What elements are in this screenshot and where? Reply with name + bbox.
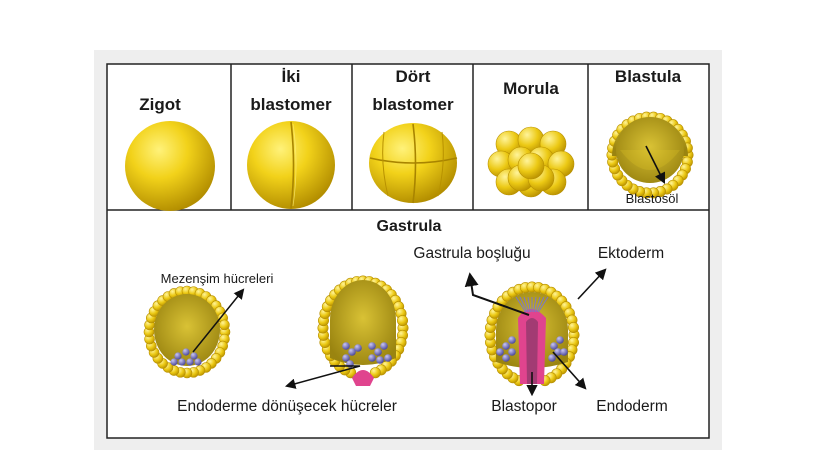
filopodia-line bbox=[536, 296, 545, 313]
cell bbox=[342, 354, 350, 362]
stage-label-iki-line1: İki bbox=[282, 67, 301, 86]
cell bbox=[369, 367, 381, 379]
cell bbox=[219, 319, 230, 331]
cell bbox=[556, 336, 564, 344]
endoderme-label: Endoderme dönüşecek hücreler bbox=[177, 398, 397, 415]
gastrula-boslugu-label: Gastrula boşluğu bbox=[413, 245, 530, 262]
cell bbox=[186, 358, 194, 366]
filopodia-line bbox=[519, 296, 528, 313]
filopodia-line bbox=[527, 296, 531, 313]
filopodia-line bbox=[523, 296, 530, 313]
zygote-cell bbox=[125, 121, 215, 211]
ektoderm-label: Ektoderm bbox=[598, 245, 664, 262]
stage-label-dort-line1: Dört bbox=[396, 67, 431, 86]
filopodia-line bbox=[537, 296, 549, 313]
cell bbox=[508, 336, 516, 344]
gastrula-late-embryo bbox=[484, 281, 580, 387]
endoderm-arrow bbox=[552, 351, 587, 390]
stage-label-zigot: Zigot bbox=[139, 95, 181, 114]
cell bbox=[550, 342, 558, 350]
filopodia-line bbox=[534, 296, 541, 313]
endoderm-label: Endoderm bbox=[596, 398, 668, 415]
cell bbox=[380, 342, 388, 350]
filopodia-line bbox=[533, 296, 537, 313]
cell bbox=[170, 358, 178, 366]
blastopor-label: Blastopor bbox=[491, 398, 556, 415]
blastula-embryo bbox=[606, 111, 694, 199]
cell bbox=[517, 152, 545, 180]
cell bbox=[548, 354, 556, 362]
cell bbox=[502, 354, 510, 362]
cell bbox=[354, 344, 362, 352]
cell bbox=[190, 352, 198, 360]
cell bbox=[508, 348, 516, 356]
morula-cluster bbox=[487, 126, 575, 198]
cell bbox=[502, 342, 510, 350]
cell bbox=[560, 348, 568, 356]
stage-label-morula: Morula bbox=[503, 79, 559, 98]
cell bbox=[178, 358, 186, 366]
cell bbox=[368, 342, 376, 350]
filopodia-line bbox=[515, 296, 527, 313]
gastrula-early-embryo bbox=[143, 285, 231, 379]
two-blastomere-embryo bbox=[247, 121, 335, 209]
gastrula-boslugu-arrow bbox=[464, 272, 530, 316]
four-blastomere-embryo bbox=[369, 123, 458, 204]
cell bbox=[567, 321, 579, 333]
cell bbox=[397, 315, 409, 327]
cell bbox=[174, 352, 182, 360]
blastosol-arrow bbox=[645, 145, 666, 185]
cell bbox=[348, 348, 356, 356]
cell bbox=[194, 358, 202, 366]
cell bbox=[374, 348, 382, 356]
stage-label-blastula: Blastula bbox=[615, 67, 682, 86]
cell bbox=[496, 348, 504, 356]
stage-label-iki-line2: blastomer bbox=[250, 95, 332, 114]
cell bbox=[182, 348, 190, 356]
gastrula-title: Gastrula bbox=[377, 218, 442, 235]
cell bbox=[342, 342, 350, 350]
blastosol-label: Blastosöl bbox=[626, 191, 679, 206]
stage-label-dort-line2: blastomer bbox=[372, 95, 454, 114]
cell bbox=[554, 348, 562, 356]
mezensim-label: Mezenşim hücreleri bbox=[161, 271, 274, 286]
cell bbox=[376, 356, 384, 364]
ektoderm-arrow bbox=[577, 268, 607, 300]
cell bbox=[384, 354, 392, 362]
endoderme-arrow bbox=[284, 365, 361, 389]
mezensim-arrow bbox=[192, 288, 245, 353]
cell bbox=[368, 354, 376, 362]
